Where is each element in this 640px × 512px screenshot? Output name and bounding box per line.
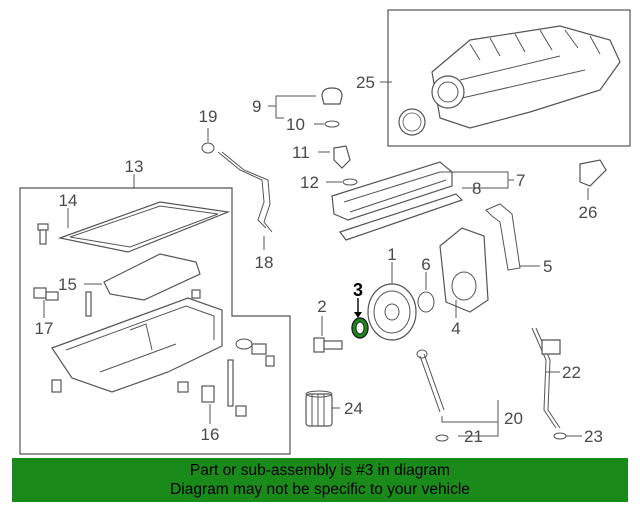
oil-pan-bolt <box>37 223 49 245</box>
callout-24: 24 <box>344 399 363 418</box>
callout-22: 22 <box>562 363 581 382</box>
diagram-canvas: 1 2 3 4 5 6 7 8 9 10 11 12 13 14 15 16 1… <box>19 9 631 455</box>
callout-9: 9 <box>252 97 261 116</box>
callout-12: 12 <box>300 173 319 192</box>
callout-6: 6 <box>421 255 430 274</box>
stud <box>85 291 92 317</box>
callout-14: 14 <box>59 191 78 210</box>
o-ring <box>417 291 435 313</box>
banner-line-2: Diagram may not be specific to your vehi… <box>170 481 470 498</box>
throttle-body-gasket <box>579 159 607 187</box>
callout-25: 25 <box>356 73 375 92</box>
harmonic-balancer <box>367 283 417 341</box>
callout-2: 2 <box>317 297 326 316</box>
oil-pan-group-box <box>19 187 291 455</box>
valve-cover <box>331 161 453 221</box>
callout-7: 7 <box>516 171 525 190</box>
callout-16: 16 <box>201 425 220 444</box>
banner-line-1: Part or sub-assembly is #3 in diagram <box>189 462 451 479</box>
callout-15: 15 <box>58 275 77 294</box>
callout-26: 26 <box>579 203 598 222</box>
callout-20: 20 <box>504 409 523 428</box>
stud-long <box>227 359 234 407</box>
oil-pan-fitting <box>201 385 215 403</box>
part-notice-banner: Part or sub-assembly is #3 in diagram Di… <box>12 458 628 502</box>
oil-pan-baffle <box>103 253 201 301</box>
intake-manifold <box>431 25 621 129</box>
front-crankshaft-seal <box>351 317 369 339</box>
oil-pan <box>51 297 223 393</box>
callout-4: 4 <box>451 319 460 338</box>
drain-plug <box>51 379 62 393</box>
callout-23: 23 <box>584 427 603 446</box>
callout-11: 11 <box>292 143 310 162</box>
oil-level-tube <box>217 151 267 229</box>
callout-8: 8 <box>472 179 481 198</box>
oil-dipstick <box>419 355 441 413</box>
dipstick-tube <box>531 327 557 429</box>
callout-17: 17 <box>35 319 54 338</box>
crankshaft-bolt <box>313 337 343 353</box>
callout-3: 3 <box>353 280 363 300</box>
oil-filter <box>305 390 333 427</box>
callout-10: 10 <box>286 115 305 134</box>
oil-pan-gasket <box>57 201 231 253</box>
front-cover-gasket <box>485 203 521 271</box>
callout-5: 5 <box>543 257 552 276</box>
oil-fill-cap <box>321 87 343 105</box>
callout-13: 13 <box>125 157 144 176</box>
callout-19: 19 <box>199 107 218 126</box>
engine-front-cover <box>439 227 489 313</box>
callout-21: 21 <box>464 427 483 446</box>
oil-temp-sensor <box>33 287 59 301</box>
pcv-fitting <box>333 145 351 169</box>
callout-1: 1 <box>387 245 396 264</box>
callout-18: 18 <box>255 253 274 272</box>
valve-cover-gasket <box>339 193 464 241</box>
